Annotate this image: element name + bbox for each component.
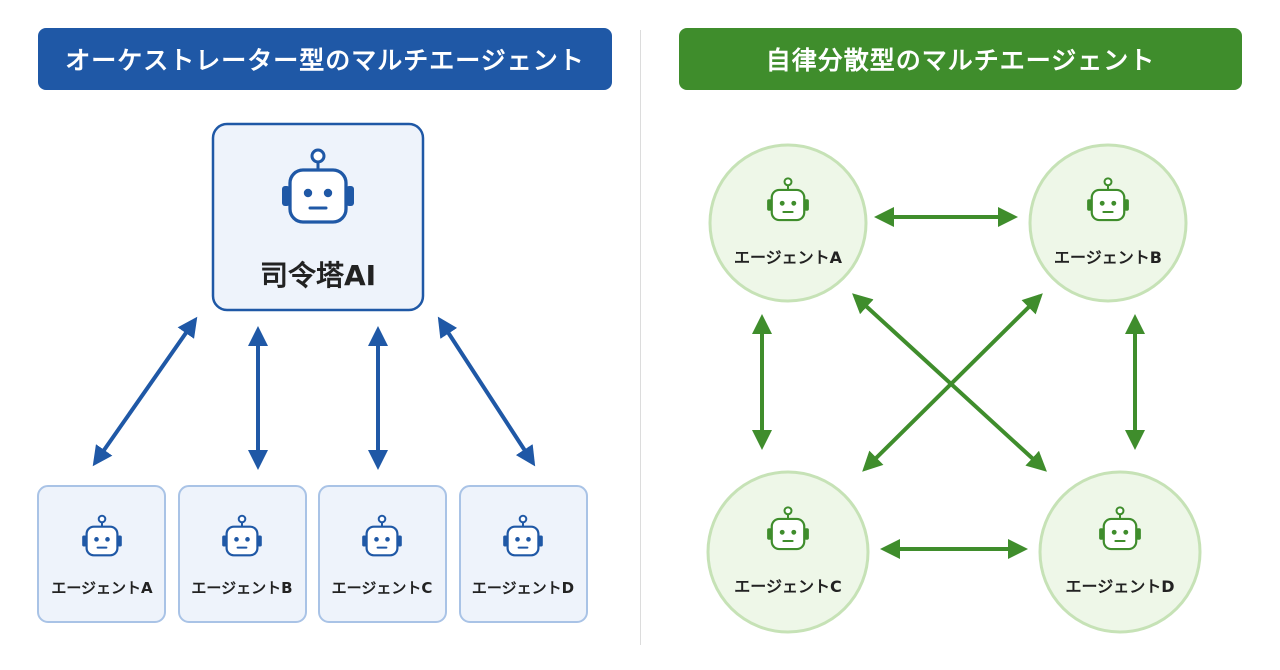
orchestrator-title-banner: オーケストレーター型のマルチエージェント bbox=[38, 28, 612, 90]
right-agent-b-robot-icon bbox=[1087, 177, 1129, 222]
orchestrator-robot-icon bbox=[282, 148, 354, 224]
right-agent-c-label: エージェントC bbox=[734, 577, 842, 596]
right-agent-node-b bbox=[1028, 143, 1188, 303]
right-agent-c-robot-icon bbox=[767, 506, 809, 551]
arrow-agent-b-agent-c bbox=[862, 293, 1043, 472]
left-agent-c-robot-icon bbox=[362, 514, 402, 557]
right-agent-b-label: エージェントB bbox=[1054, 248, 1162, 267]
orchestrator-title: オーケストレーター型のマルチエージェント bbox=[65, 46, 585, 75]
right-agent-d-robot-icon bbox=[1099, 506, 1141, 551]
right-agent-a-robot-icon bbox=[767, 177, 809, 222]
right-agent-node-c bbox=[706, 470, 870, 634]
right-agent-a-label: エージェントA bbox=[733, 248, 843, 267]
decentralized-title-banner: 自律分散型のマルチエージェント bbox=[679, 28, 1242, 90]
right-agent-d-label: エージェントD bbox=[1065, 577, 1175, 596]
left-agent-a-robot-icon bbox=[82, 514, 122, 557]
arrow-orchestrator-agent-a bbox=[92, 316, 198, 467]
panel-divider bbox=[640, 30, 641, 645]
decentralized-diagram bbox=[706, 143, 1202, 634]
right-agent-node-a bbox=[708, 143, 868, 303]
left-agent-b-robot-icon bbox=[222, 514, 262, 557]
orchestrator-diagram bbox=[37, 122, 588, 623]
right-agent-node-d bbox=[1038, 470, 1202, 634]
left-agent-c-label: エージェントC bbox=[331, 579, 433, 597]
arrow-orchestrator-agent-d bbox=[437, 316, 536, 467]
left-agent-d-robot-icon bbox=[503, 514, 543, 557]
decentralized-title: 自律分散型のマルチエージェント bbox=[765, 46, 1156, 75]
left-agent-b-label: エージェントB bbox=[191, 579, 293, 597]
orchestrator-label: 司令塔AI bbox=[259, 259, 377, 292]
left-agent-a-label: エージェントA bbox=[51, 579, 153, 597]
left-agent-d-label: エージェントD bbox=[471, 579, 575, 597]
